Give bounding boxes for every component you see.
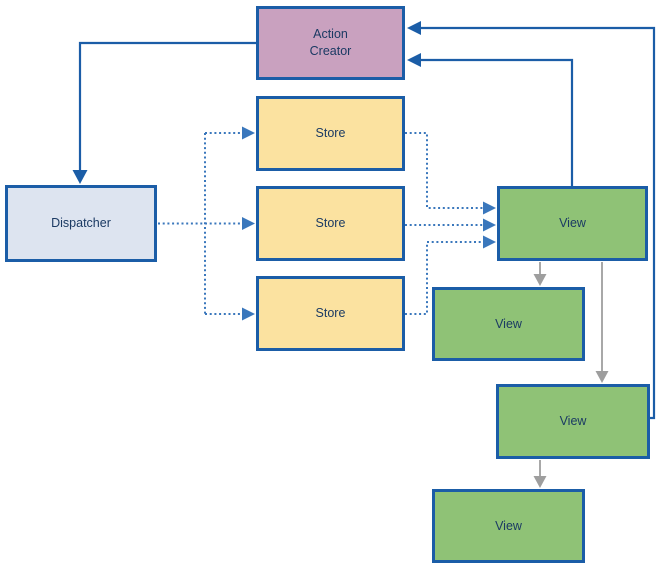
node-store-3-label: Store [315, 306, 346, 321]
arrowhead-into-view-1-middle [483, 218, 496, 232]
arrowhead-into-store-2 [242, 217, 255, 230]
node-view-2: View [432, 287, 585, 361]
node-action-creator: Action Creator [256, 6, 405, 80]
edge-store-3-to-view-1 [405, 241, 483, 315]
edge-view-1-to-action-creator [420, 58, 574, 186]
arrowhead-into-action-creator-lower [407, 53, 421, 67]
node-store-3: Store [256, 276, 405, 351]
node-view-4: View [432, 489, 585, 563]
node-view-4-label: View [495, 518, 522, 533]
node-view-3-label: View [559, 414, 587, 429]
node-view-1-label: View [559, 216, 586, 231]
node-dispatcher: Dispatcher [5, 185, 157, 262]
node-store-2-label: Store [315, 216, 346, 231]
arrowhead-into-store-3 [242, 307, 255, 321]
arrowhead-into-view-4 [533, 476, 547, 488]
arrowhead-into-view-2 [533, 274, 547, 286]
arrowhead-into-dispatcher [72, 170, 88, 184]
arrowhead-into-view-1-top [483, 201, 496, 215]
edge-action-creator-to-dispatcher [78, 41, 256, 171]
node-store-2: Store [256, 186, 405, 261]
arrowhead-into-action-creator-upper [407, 21, 421, 35]
arrowhead-into-view-1-bottom [483, 235, 496, 249]
node-store-1-label: Store [315, 126, 346, 141]
node-view-1: View [497, 186, 648, 261]
node-store-1: Store [256, 96, 405, 171]
node-dispatcher-label: Dispatcher [51, 216, 111, 231]
edge-store-1-to-view-1 [405, 132, 483, 209]
arrowhead-into-store-1 [242, 126, 255, 140]
node-view-2-label: View [495, 316, 522, 331]
node-view-3: View [496, 384, 650, 459]
node-action-creator-label: Action Creator [309, 27, 352, 58]
arrowhead-into-view-3 [595, 371, 609, 383]
edge-view-3-to-action-creator [420, 26, 656, 420]
